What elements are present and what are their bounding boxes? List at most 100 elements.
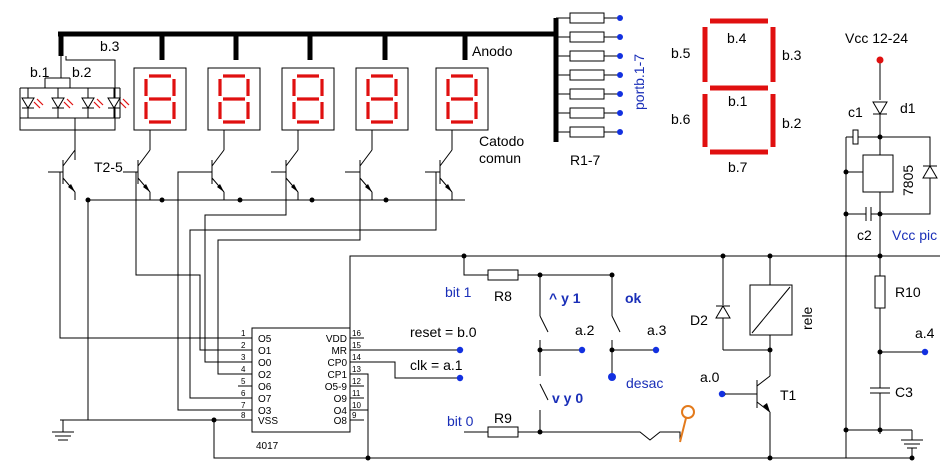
seven-segment-display: [435, 67, 489, 131]
ic-pin-name: O1: [258, 346, 272, 357]
label-b3: b.3: [100, 38, 120, 54]
terminal: [617, 110, 623, 116]
ic-pin-name: O3: [258, 406, 272, 417]
terminal: [617, 15, 623, 21]
label-desac: desac: [626, 375, 663, 391]
seg-label-middle: b.1: [728, 93, 748, 109]
terminal: [617, 34, 623, 40]
switch-area: [463, 256, 681, 441]
anode-bus: [58, 18, 559, 142]
label-bit1: bit 1: [445, 284, 472, 300]
ic-pin-name: VDD: [326, 334, 347, 345]
terminal: [617, 91, 623, 97]
ic-pin-number: 8: [241, 411, 246, 420]
terminal: [617, 53, 623, 59]
junctions: [85, 134, 915, 461]
ic-pin-number: 14: [352, 353, 361, 362]
ic-pin-name: O6: [258, 382, 272, 393]
label-c1: c1: [848, 104, 863, 120]
label-clk: clk = a.1: [410, 357, 463, 373]
ic-pin-name: O5: [258, 334, 272, 345]
label-reset: reset = b.0: [410, 324, 477, 340]
transistor-icon: [271, 130, 299, 200]
label-up1: ^ y 1: [549, 290, 581, 306]
ic-pin-name: O5-9: [325, 382, 348, 393]
resistor: [569, 88, 605, 100]
ic-right-wiring: [213, 255, 912, 459]
ic-pin-number: 16: [352, 329, 361, 338]
seg-label-top: b.4: [727, 30, 747, 46]
seven-segment-display: [133, 67, 187, 131]
seg-label-upper-right: b.3: [782, 47, 802, 63]
seg-label-bottom: b.7: [728, 159, 748, 175]
seven-segment-display: [355, 67, 409, 131]
base-wiring: [59, 171, 465, 421]
seven-segment-display: [207, 67, 261, 131]
transistor-icon: [345, 130, 373, 200]
ic-pin-name: VSS: [258, 416, 278, 427]
label-vy0: v y 0: [552, 390, 583, 406]
ic-pin-number: 9: [352, 411, 357, 420]
label-d1: d1: [900, 100, 916, 116]
ic-pin-number: 4: [241, 365, 246, 374]
seg-label-lower-right: b.2: [782, 115, 802, 131]
led-icon: [107, 88, 130, 118]
label-r10: R10: [895, 284, 921, 300]
led-icon: [51, 88, 74, 118]
ic-label: 4017: [256, 441, 279, 452]
label-portb: portb.1-7: [631, 54, 647, 110]
ic-pin-name: O8: [334, 416, 348, 427]
ic-pin-name: O4: [334, 406, 348, 417]
label-anodo: Anodo: [472, 43, 513, 59]
label-7805: 7805: [900, 165, 916, 196]
touch-sensor-icon: [679, 405, 695, 443]
label-b1: b.1: [30, 64, 50, 80]
label-t1: T1: [780, 387, 797, 403]
ic-pin-name: O0: [258, 358, 272, 369]
label-comun: comun: [479, 150, 521, 166]
terminal: [617, 72, 623, 78]
label-c2: c2: [857, 227, 872, 243]
resistor: [569, 126, 605, 138]
relay-area: [715, 256, 793, 458]
label-vcc: Vcc 12-24: [845, 30, 908, 46]
label-a0: a.0: [700, 369, 720, 385]
ic-pin-name: O7: [258, 394, 272, 405]
seven-segment-display: [281, 67, 335, 131]
ic-pin-name: CP1: [328, 370, 348, 381]
ic-pin-number: 2: [241, 341, 246, 350]
label-d2: D2: [690, 312, 708, 328]
label-b2: b.2: [72, 64, 92, 80]
label-rele: rele: [799, 306, 815, 330]
seven-segment-displays: [133, 67, 489, 131]
ic-pin-name: CP0: [328, 358, 348, 369]
label-c3: C3: [895, 384, 913, 400]
transistor-icon: [197, 130, 225, 200]
seg-label-upper-left: b.5: [671, 45, 691, 61]
label-r9: R9: [494, 410, 512, 426]
segment-legend: b.4 b.5 b.3 b.1 b.6 b.2 b.7: [671, 18, 802, 175]
ic-pin-number: 7: [241, 401, 246, 410]
led-icon: [21, 88, 44, 118]
label-a4: a.4: [915, 325, 935, 341]
terminal: [617, 129, 623, 135]
resistor: [569, 107, 605, 119]
transistor-icon: [48, 130, 76, 200]
label-ok: ok: [625, 290, 642, 306]
ic-pin-number: 3: [241, 353, 246, 362]
resistor: [569, 31, 605, 43]
terminals: [456, 56, 929, 398]
ic-pin-number: 10: [352, 401, 361, 410]
ic-pin-number: 1: [241, 329, 246, 338]
label-r8: R8: [494, 288, 512, 304]
ic-pin-number: 5: [241, 377, 246, 386]
ic-pin-name: MR: [331, 346, 347, 357]
transistor-icon: [425, 130, 453, 200]
ic-pin-number: 12: [352, 377, 361, 386]
label-catodo: Catodo: [479, 133, 524, 149]
label-r17: R1-7: [570, 152, 601, 168]
labels: b.3 b.1 b.2 Anodo Catodo comun T2-5 R1-7…: [30, 30, 937, 429]
ic-pin-name: O2: [258, 370, 272, 381]
ground-left: [52, 420, 74, 441]
